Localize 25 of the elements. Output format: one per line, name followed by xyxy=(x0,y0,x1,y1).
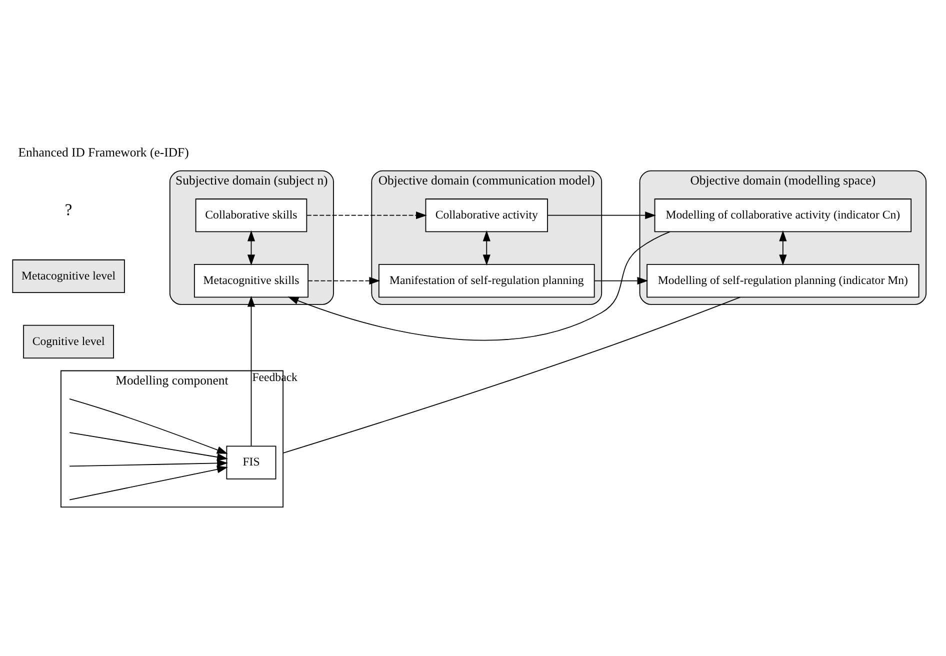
arrow xyxy=(69,432,228,467)
node-box: Collaborative activity xyxy=(425,198,548,232)
node-box: Collaborative skills xyxy=(195,198,308,232)
arrow xyxy=(482,230,490,266)
node-box: Manifestation of self-regulation planning xyxy=(378,263,595,298)
arrow xyxy=(306,211,427,219)
node-box: Modelling of self-regulation planning (indicator Mn) xyxy=(646,263,920,298)
arrow xyxy=(308,276,380,284)
label: ? xyxy=(64,199,72,218)
arrow xyxy=(69,458,228,500)
node-box: Modelling of collaborative activity (indicator Cn) xyxy=(654,198,912,232)
node-box: Metacognitive level xyxy=(12,258,125,293)
arrow xyxy=(247,230,256,266)
arrow xyxy=(247,295,256,446)
arrow xyxy=(779,230,787,266)
arrow xyxy=(594,276,648,284)
diagram-title: Enhanced ID Framework (e-IDF) xyxy=(18,144,189,159)
arrow xyxy=(288,230,670,340)
node-box: Cognitive level xyxy=(23,324,114,358)
arrow xyxy=(69,452,228,473)
node-box: Metacognitive skills xyxy=(194,263,308,298)
arrow xyxy=(547,211,656,219)
connector xyxy=(282,296,741,453)
arrow xyxy=(69,398,228,454)
node-box: FIS xyxy=(226,445,276,479)
